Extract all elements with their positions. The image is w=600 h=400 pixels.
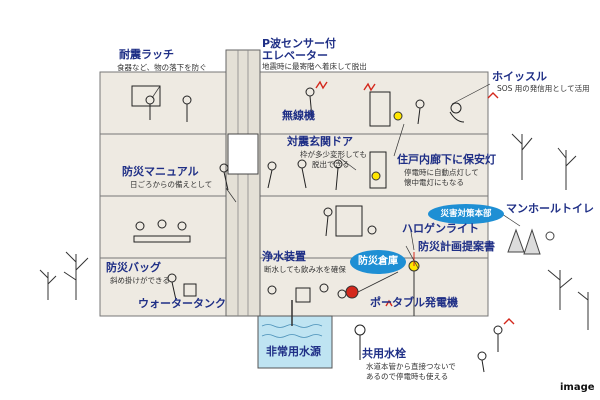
trees — [39, 133, 589, 330]
label-whistle-title: ホイッスル — [492, 70, 547, 83]
label-plan-title: 防災計画提案書 — [418, 240, 495, 253]
image-tag: image — [560, 382, 595, 393]
table — [133, 235, 191, 243]
manhole-toilet-tent — [507, 228, 555, 255]
label-p-wave-elevator-title-1: P波センサー付 — [262, 37, 337, 50]
label-p-wave-elevator-desc: 地震時に最寄階へ着床して脱出 — [262, 62, 367, 71]
floor-2 — [99, 133, 489, 197]
label-manual-desc: 日ごろからの備えとして — [130, 180, 213, 189]
label-water-purifier-title: 浄水装置 — [262, 250, 306, 263]
label-security-light-desc-1: 停電時に自動点灯して — [404, 168, 479, 177]
plan-board — [335, 205, 363, 237]
label-manhole-toilet-title: マンホールトイレ — [506, 202, 594, 215]
label-manual-title: 防災マニュアル — [122, 165, 199, 178]
label-hydrant-desc-1: 水道本管から直接つないで — [366, 362, 456, 371]
label-seismic-door-desc-2: 脱出できる — [312, 160, 350, 169]
label-seismic-latch-desc: 食器など、物の落下を防ぐ — [117, 63, 207, 72]
leader-lines — [151, 83, 521, 269]
label-water-tank-title: ウォータータンク — [138, 297, 226, 310]
label-seismic-latch-title: 耐震ラッチ — [119, 48, 174, 61]
label-radio-title: 無線機 — [282, 109, 315, 122]
label-generator-title: ポータブル発電機 — [370, 296, 458, 309]
label-bag-desc: 斜め掛けができる — [110, 276, 170, 285]
security-lamp-2 — [371, 171, 381, 181]
purifier-box — [295, 287, 311, 303]
label-halogen-title: ハロゲンライト — [402, 222, 479, 235]
floor-4 — [99, 257, 489, 317]
room-door — [369, 91, 391, 127]
building — [99, 71, 489, 317]
storage-oval: 防災倉庫 — [350, 250, 406, 274]
alert-marks — [315, 80, 515, 325]
label-p-wave-elevator-title-2: エレベーター — [262, 49, 328, 62]
label-hydrant-desc-2: あるので停電時も使える — [366, 372, 449, 381]
label-water-purifier-desc: 断水しても飲み水を確保 — [264, 265, 346, 274]
label-security-light-title: 住戸内廊下に保安灯 — [397, 153, 496, 166]
hq-oval: 災害対策本部 — [428, 204, 504, 224]
label-bag-title: 防災バッグ — [106, 261, 161, 274]
elevator-car — [227, 133, 259, 175]
portable-generator — [345, 271, 399, 299]
bag — [183, 283, 197, 297]
seismic-door — [369, 151, 387, 189]
security-lamp — [393, 111, 403, 121]
label-security-light-desc-2: 懐中電灯にもなる — [404, 178, 464, 187]
cupboard — [131, 85, 161, 107]
elevator-shaft — [225, 49, 261, 317]
emergency-water-tank — [257, 300, 333, 369]
label-seismic-door-title: 対震玄関ドア — [287, 135, 353, 148]
label-whistle-desc: SOS 用の発信用として活用 — [497, 84, 590, 93]
label-hydrant-title: 共用水栓 — [362, 347, 406, 360]
floor-top — [99, 71, 489, 135]
label-emergency-water-title: 非常用水源 — [266, 345, 321, 358]
label-seismic-door-desc-1: 枠が多少変形しても — [300, 150, 367, 159]
sketch-people — [131, 85, 503, 373]
